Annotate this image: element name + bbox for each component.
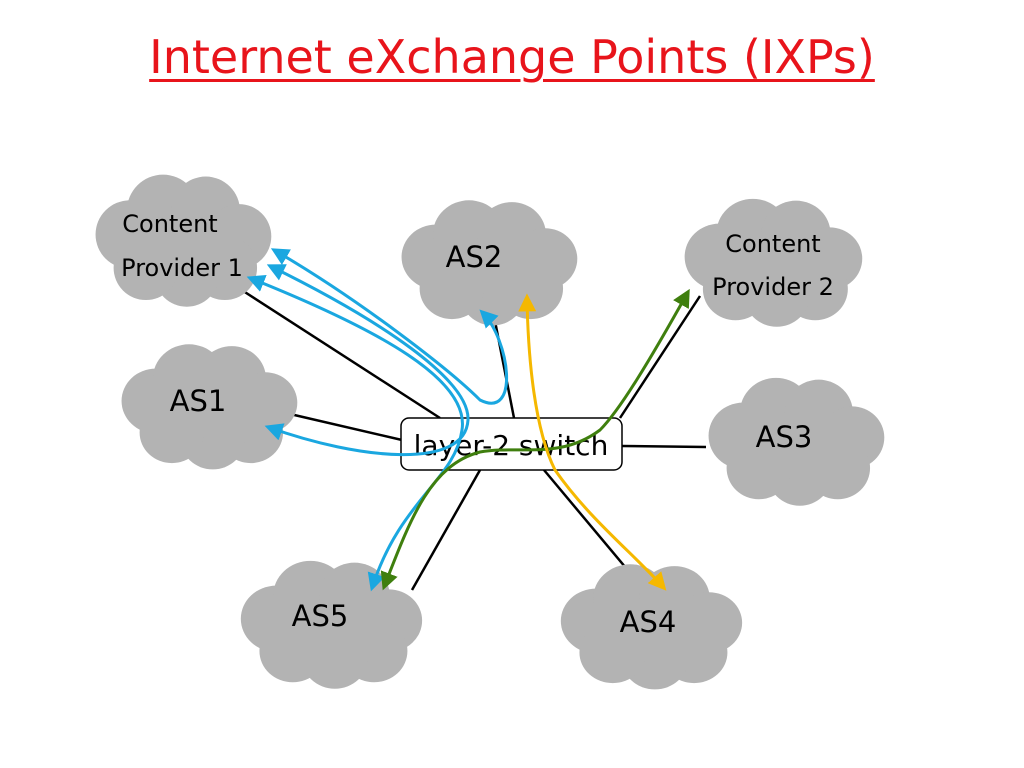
switch-label: layer-2 switch	[414, 429, 609, 462]
label-content-provider-2-line2: Provider 2	[712, 273, 834, 301]
label-as3: AS3	[756, 420, 813, 454]
link-as3	[621, 444, 707, 449]
slide-title: Internet eXchange Points (IXPs)	[149, 30, 875, 84]
link-as1	[289, 412, 403, 442]
label-as2: AS2	[446, 240, 503, 274]
label-as5: AS5	[292, 599, 349, 633]
link-as4	[543, 469, 637, 581]
label-as1: AS1	[170, 384, 227, 418]
label-content-provider-2-line1: Content	[725, 230, 820, 258]
cloud-content-provider-2	[684, 198, 863, 327]
flow-yellow-as2-as4	[518, 293, 667, 591]
label-as4: AS4	[620, 605, 677, 639]
label-content-provider-1-line2: Provider 1	[121, 254, 243, 282]
cloud-content-provider-1	[95, 174, 272, 307]
link-cp2	[618, 295, 702, 419]
link-as5	[410, 469, 482, 591]
label-content-provider-1-line1: Content	[122, 210, 217, 238]
